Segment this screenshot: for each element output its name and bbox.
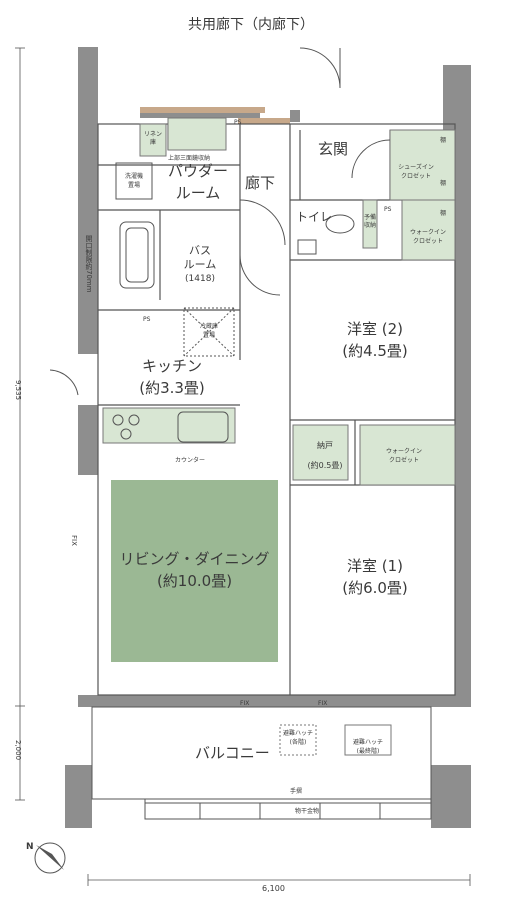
powder-room-label: パウダールーム [168, 162, 229, 202]
dim-depth-balcony: 2,000 [14, 740, 22, 761]
doors [49, 47, 391, 396]
fridge-label: 冷蔵庫置場 [199, 323, 218, 339]
dim-width: 6,100 [262, 884, 285, 893]
bedroom-1-label: 洋室 (1)(約6.0畳) [342, 557, 408, 597]
compass-icon [34, 842, 66, 874]
hatch-wall [140, 107, 265, 113]
opening-limit-label: 開口制限約70mm [85, 235, 93, 293]
linen-label: リネン庫 [143, 131, 162, 146]
walkin-closet-label-2: ウォークインクロゼット [385, 448, 422, 464]
bedroom-2-label: 洋室 (2)(約4.5畳) [342, 320, 408, 360]
bath-room-label: バスルーム(1418) [183, 244, 217, 284]
fix-label-3: FIX [70, 535, 78, 546]
nando-label: 納戸(約0.5畳) [307, 441, 343, 470]
tana-label-3: 棚 [440, 210, 447, 217]
laundry-hook-label: 物干金物 [295, 808, 320, 815]
yobi-label: 予備収納 [364, 214, 377, 229]
kitchen-label: キッチン(約3.3畳) [139, 357, 205, 397]
hatch-box-1 [279, 724, 317, 756]
roka-label: 廊下 [245, 174, 276, 192]
counter-label: カウンター [175, 457, 206, 464]
fix-label-1: FIX [240, 700, 250, 707]
corridor-label: 共用廊下（内廊下） [188, 17, 314, 33]
tana-label-2: 棚 [440, 180, 447, 187]
hatch-box-2 [344, 724, 392, 756]
toilet-label: トイレ [296, 210, 333, 224]
balcony-label: バルコニー [195, 744, 270, 762]
walkin-closet-label-1: ウォークインクロゼット [409, 229, 446, 245]
washer-label: 洗濯機置場 [124, 173, 143, 189]
ps-label-1: PS [234, 119, 242, 126]
living-dining-label: リビング・ダイニング(約10.0畳) [119, 550, 270, 590]
genkan-label: 玄関 [318, 140, 349, 158]
ps-label-3: PS [143, 316, 151, 323]
shoes-closet-label: シューズインクロゼット [398, 164, 434, 180]
mirror-storage-label: 上部三面鏡収納 [168, 155, 211, 162]
fix-label-2: FIX [318, 700, 328, 707]
green-storage [102, 117, 456, 662]
handrail-label: 手摺 [290, 788, 303, 795]
hatch-label-2: 避難ハッチ(最終階) [352, 739, 383, 755]
dim-depth-main: 9,535 [14, 380, 22, 401]
balcony-lines [91, 706, 432, 820]
ps-label-2: PS [384, 206, 392, 213]
dimension-lines [15, 47, 471, 886]
fixtures [112, 162, 355, 443]
hatch-wall-2 [238, 118, 290, 124]
tana-label-1: 棚 [440, 137, 447, 144]
hatch-label-1: 避難ハッチ(各階) [282, 730, 313, 746]
compass-north: N [26, 842, 34, 852]
